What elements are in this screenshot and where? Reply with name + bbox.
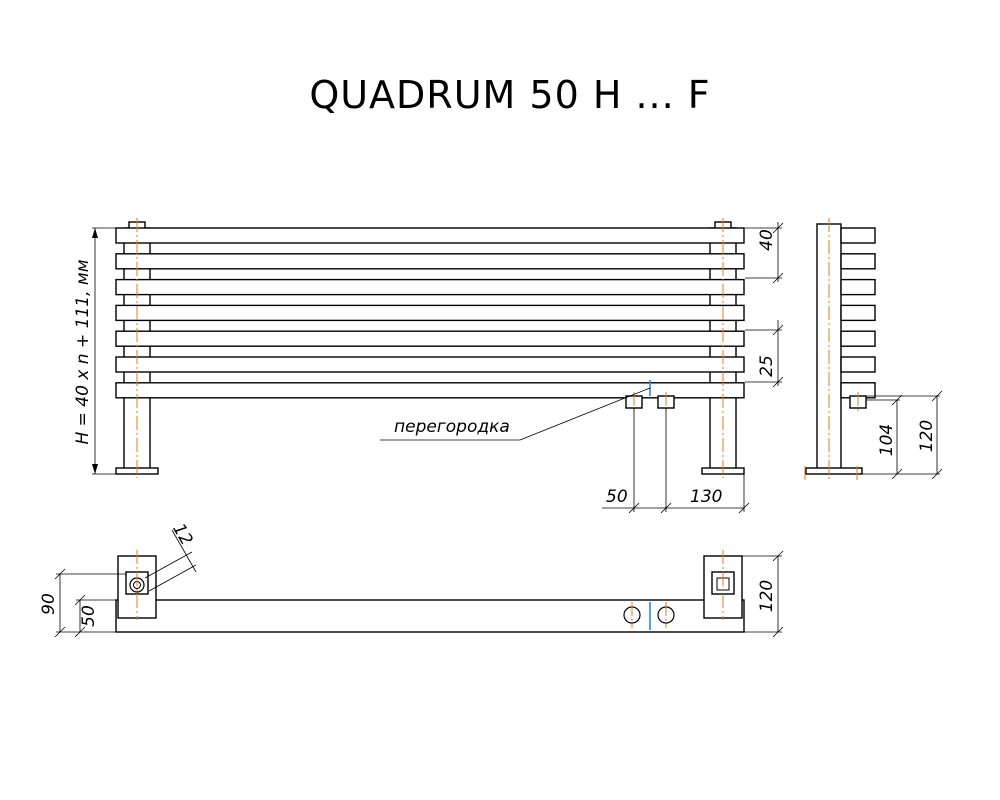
side-dimensions: 104 120 [862, 390, 943, 480]
height-104-label: 104 [877, 424, 897, 456]
side-bars [840, 227, 876, 399]
connection-dimensions: 50 130 [602, 408, 750, 514]
horizontal-bar [115, 278, 745, 296]
drawing-title: QUADRUM 50 H ... F [309, 73, 710, 117]
top-right-dimensions: 120 [742, 550, 784, 638]
offset-130-label: 130 [690, 487, 722, 507]
horizontal-bar [115, 382, 745, 399]
partition-leader: перегородка [380, 387, 651, 441]
side-view [804, 218, 876, 480]
partition-label: перегородка [394, 417, 510, 437]
side-bar [840, 304, 876, 322]
side-bar [840, 278, 876, 296]
pitch-dimension: 40 [745, 222, 784, 284]
side-bar [840, 330, 876, 347]
top-view: 12 [115, 520, 745, 633]
height-formula-label: H = 40 x n + 111, мм [73, 259, 93, 444]
offset-50-top-label: 50 [79, 605, 99, 627]
height-dimension: H = 40 x n + 111, мм [73, 227, 124, 475]
horizontal-bar [115, 227, 745, 244]
horizontal-bar [115, 356, 745, 373]
horizontal-bar [115, 330, 745, 347]
offset-50-label: 50 [606, 487, 628, 507]
horizontal-bar [115, 304, 745, 322]
bar-height-dimension: 25 [745, 320, 784, 388]
front-view [115, 218, 745, 478]
pitch-label: 40 [757, 229, 777, 251]
bar-height-label: 25 [757, 355, 777, 377]
side-foot [805, 467, 863, 475]
horizontal-bars [115, 227, 745, 399]
height-120-label: 120 [917, 420, 937, 452]
depth-120-label: 120 [757, 580, 777, 612]
horizontal-bar [115, 253, 745, 270]
side-bar [840, 356, 876, 373]
side-bar [840, 227, 876, 244]
top-left-dimensions: 90 50 [39, 568, 126, 638]
angle-12-label: 12 [168, 520, 196, 549]
offset-90-label: 90 [39, 593, 59, 615]
side-bar [840, 253, 876, 270]
